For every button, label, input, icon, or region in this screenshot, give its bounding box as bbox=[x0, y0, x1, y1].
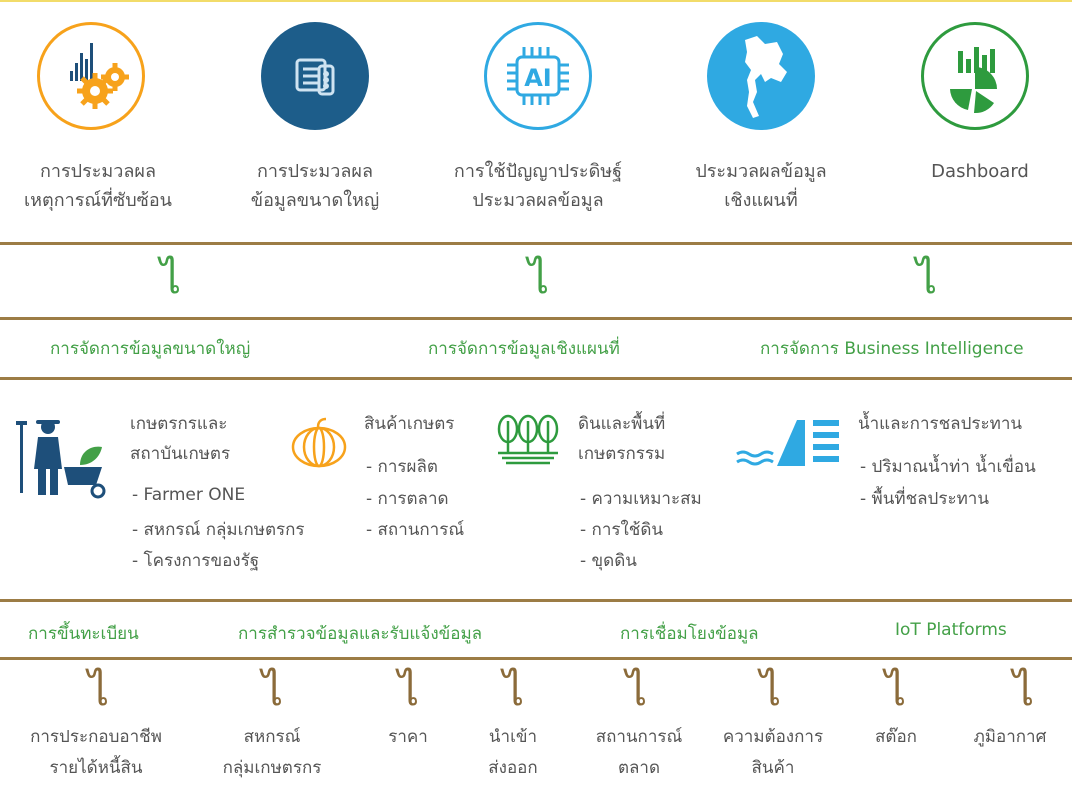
source-label-line1: นำเข้า bbox=[488, 727, 538, 747]
process-label-iot: IoT Platforms bbox=[895, 620, 1007, 640]
connector-glyph: ไ bbox=[916, 254, 938, 303]
source-label-market: สถานการณ์ ตลาด bbox=[574, 722, 704, 784]
connector-glyph: ไ bbox=[262, 666, 284, 715]
tech-label-line2: เหตุการณ์ที่ซับซ้อน bbox=[24, 190, 172, 211]
category-item: - โครงการของรัฐ bbox=[132, 551, 260, 571]
category-item: - สหกรณ์ กลุ่มเกษตรกร bbox=[132, 520, 305, 540]
category-title-land: ดินและพื้นที่ เกษตรกรรม bbox=[578, 409, 665, 469]
tech-label-line2: เชิงแผนที่ bbox=[724, 190, 798, 211]
source-label-cooperative: สหกรณ์ กลุ่มเกษตรกร bbox=[196, 722, 348, 784]
divider-rule bbox=[0, 317, 1072, 320]
category-item: - ความเหมาะสม bbox=[580, 489, 702, 509]
connector-glyph: ไ bbox=[88, 666, 110, 715]
process-label-registration: การขึ้นทะเบียน bbox=[28, 624, 139, 644]
category-title-line1: น้ำและการชลประทาน bbox=[858, 414, 1023, 434]
category-item: - การผลิต bbox=[366, 457, 438, 477]
tech-label-dashboard: Dashboard bbox=[888, 157, 1072, 186]
category-title-line1: สินค้าเกษตร bbox=[364, 414, 455, 434]
ai-chip-icon: AI bbox=[484, 22, 592, 130]
event-processing-icon bbox=[37, 22, 145, 130]
trees-land-icon bbox=[496, 413, 560, 465]
mgmt-label-spatial: การจัดการข้อมูลเชิงแผนที่ bbox=[428, 339, 620, 359]
connector-glyph: ไ bbox=[398, 666, 420, 715]
tech-label-big-data: การประมวลผล ข้อมูลขนาดใหญ่ bbox=[215, 157, 415, 215]
tech-label-line1: ประมวลผลข้อมูล bbox=[695, 161, 827, 182]
source-label-demand: ความต้องการ สินค้า bbox=[706, 722, 840, 784]
connector-glyph: ไ bbox=[160, 254, 182, 303]
divider-rule bbox=[0, 657, 1072, 660]
connector-glyph: ไ bbox=[1013, 666, 1035, 715]
connector-glyph: ไ bbox=[503, 666, 525, 715]
category-title-line2: สถาบันเกษตร bbox=[130, 444, 231, 464]
source-label-import-export: นำเข้า ส่งออก bbox=[470, 722, 556, 784]
divider-rule bbox=[0, 242, 1072, 245]
thailand-map-icon bbox=[707, 22, 815, 130]
category-item: - ขุดดิน bbox=[580, 551, 637, 571]
tech-label-line1: การประมวลผล bbox=[39, 161, 156, 182]
category-item: - Farmer ONE bbox=[132, 485, 246, 505]
tech-label-line2: ประมวลผลข้อมูล bbox=[472, 190, 604, 211]
mgmt-label-big-data: การจัดการข้อมูลขนาดใหญ่ bbox=[50, 339, 251, 359]
connector-glyph: ไ bbox=[885, 666, 907, 715]
source-label-line2: ตลาด bbox=[617, 758, 661, 778]
tech-label-line1: การประมวลผล bbox=[256, 161, 373, 182]
source-label-line2: สินค้า bbox=[751, 758, 795, 778]
source-label-stock: สต๊อก bbox=[856, 722, 936, 753]
category-item: - การใช้ดิน bbox=[580, 520, 664, 540]
source-label-climate: ภูมิอากาศ bbox=[952, 722, 1068, 753]
source-label-line1: ราคา bbox=[388, 727, 428, 747]
source-label-line1: สต๊อก bbox=[875, 727, 917, 747]
category-title-products: สินค้าเกษตร bbox=[364, 409, 454, 439]
source-label-price: ราคา bbox=[370, 722, 446, 753]
big-data-server-icon bbox=[261, 22, 369, 130]
source-label-line1: ภูมิอากาศ bbox=[973, 727, 1047, 747]
tech-label-ai: การใช้ปัญญาประดิษฐ์ ประมวลผลข้อมูล bbox=[430, 157, 646, 215]
category-title-line1: ดินและพื้นที่ bbox=[578, 414, 666, 434]
source-label-line1: ความต้องการ bbox=[722, 727, 824, 747]
connector-glyph: ไ bbox=[626, 666, 648, 715]
category-title-farmer: เกษตรกรและ สถาบันเกษตร bbox=[130, 409, 230, 469]
tech-label-line1: การใช้ปัญญาประดิษฐ์ bbox=[453, 161, 623, 182]
category-item: - ปริมาณน้ำท่า น้ำเขื่อน bbox=[860, 457, 1036, 477]
tech-label-event-processing: การประมวลผล เหตุการณ์ที่ซับซ้อน bbox=[0, 157, 196, 215]
source-label-line2: ส่งออก bbox=[488, 758, 538, 778]
category-title-water: น้ำและการชลประทาน bbox=[858, 409, 1022, 439]
farmer-icon bbox=[14, 417, 114, 499]
divider-rule bbox=[0, 377, 1072, 380]
dashboard-chart-icon bbox=[921, 22, 1029, 130]
top-border-line bbox=[0, 0, 1072, 2]
ai-chip-text: AI bbox=[524, 64, 552, 92]
tech-label-line2: ข้อมูลขนาดใหญ่ bbox=[250, 190, 380, 211]
process-label-linking: การเชื่อมโยงข้อมูล bbox=[620, 624, 759, 644]
category-item: - การตลาด bbox=[366, 489, 449, 509]
connector-glyph: ไ bbox=[528, 254, 550, 303]
divider-rule bbox=[0, 599, 1072, 602]
category-item: - พื้นที่ชลประทาน bbox=[860, 489, 989, 509]
source-label-line1: สหกรณ์ bbox=[243, 727, 301, 747]
source-label-livelihood: การประกอบอาชีพ รายได้หนี้สิน bbox=[0, 722, 192, 784]
connector-glyph: ไ bbox=[760, 666, 782, 715]
category-title-line1: เกษตรกรและ bbox=[130, 414, 228, 434]
mgmt-label-bi: การจัดการ Business Intelligence bbox=[760, 339, 1024, 359]
category-title-line2: เกษตรกรรม bbox=[578, 444, 666, 464]
tech-label-line1: Dashboard bbox=[931, 161, 1029, 182]
source-label-line1: สถานการณ์ bbox=[595, 727, 683, 747]
source-label-line1: การประกอบอาชีพ bbox=[30, 727, 162, 747]
pumpkin-icon bbox=[288, 417, 350, 469]
dam-water-icon bbox=[735, 414, 841, 470]
category-item: - สถานการณ์ bbox=[366, 520, 465, 540]
tech-label-spatial: ประมวลผลข้อมูล เชิงแผนที่ bbox=[660, 157, 862, 215]
process-label-survey: การสำรวจข้อมูลและรับแจ้งข้อมูล bbox=[238, 624, 483, 644]
source-label-line2: กลุ่มเกษตรกร bbox=[222, 758, 322, 778]
source-label-line2: รายได้หนี้สิน bbox=[49, 758, 143, 778]
